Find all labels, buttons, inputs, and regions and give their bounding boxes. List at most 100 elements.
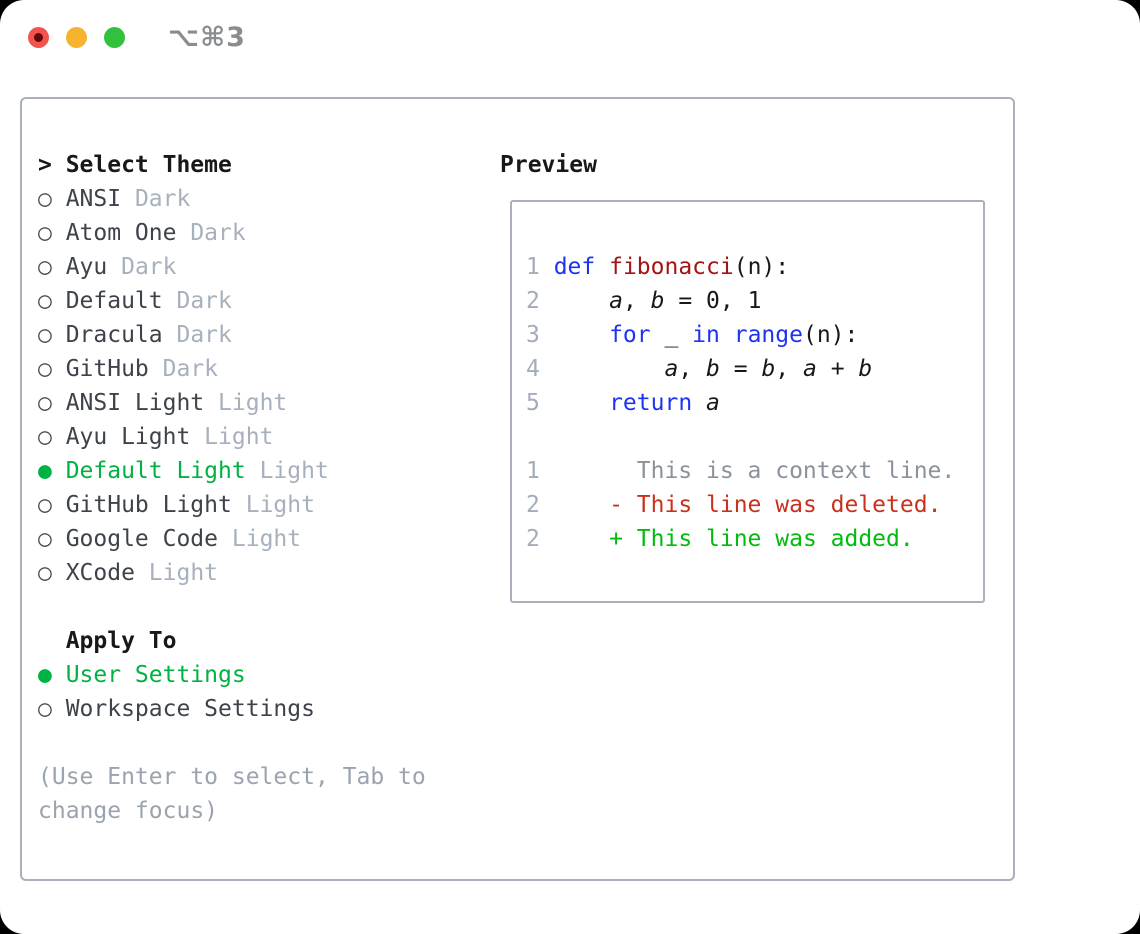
minimize-button[interactable] [66, 27, 87, 48]
theme-name: Ayu Light [65, 424, 191, 450]
theme-option[interactable]: ○ GitHub Light Light [38, 488, 329, 522]
radio-icon: ○ [38, 560, 52, 586]
code-segment: a [664, 356, 679, 382]
code-segment: , [622, 288, 651, 314]
theme-variant: Light [148, 560, 219, 586]
code-segment [554, 356, 665, 382]
line-number: 1 [526, 254, 540, 280]
code-segment: (n): [733, 254, 790, 280]
code-segment: range [733, 322, 803, 348]
theme-name: Default [65, 288, 163, 314]
radio-icon: ○ [38, 186, 52, 212]
diff-line: 2 - This line was deleted. [526, 488, 983, 522]
radio-icon: ○ [38, 356, 52, 382]
radio-icon: ○ [38, 322, 52, 348]
code-segment [692, 390, 706, 416]
code-segment [554, 492, 609, 518]
theme-variant: Dark [176, 288, 232, 314]
theme-variant: Light [259, 458, 329, 484]
code-segment: = [719, 356, 762, 382]
apply-to-options: ● User Settings ○ Workspace Settings [38, 658, 315, 726]
theme-name: ANSI Light [65, 390, 205, 416]
theme-variant: Dark [162, 356, 219, 382]
diff-line: 2 + This line was added. [526, 522, 983, 556]
line-number: 2 [526, 288, 540, 314]
diff-line: 1 This is a context line. [526, 454, 983, 488]
theme-list: >Select Theme ○ANSI Dark○Atom One Dark○A… [38, 148, 329, 590]
apply-option-label: User Settings [65, 662, 246, 688]
titlebar: ⌥⌘3 [0, 0, 1140, 76]
code-segment: + This line was added. [609, 526, 914, 552]
line-number: 1 [526, 458, 540, 484]
code-segment [554, 526, 609, 552]
line-number: 2 [526, 526, 540, 552]
radio-icon: ○ [38, 424, 52, 450]
code-segment: return [609, 390, 693, 416]
apply-option[interactable]: ○ Workspace Settings [38, 692, 315, 726]
radio-icon: ○ [38, 390, 52, 416]
theme-option[interactable]: ○ GitHub Dark [38, 352, 329, 386]
theme-option[interactable]: ○Default Dark [38, 284, 329, 318]
preview-box: 1 def fibonacci(n): 2 a, b = 0, 1 3 for _ i… [510, 200, 985, 603]
code-line: 1 def fibonacci(n): [526, 250, 983, 284]
diff-block: 1 This is a context line.2 - This line w… [526, 454, 983, 556]
radio-icon: ○ [38, 696, 52, 722]
theme-variant: Dark [134, 186, 191, 212]
apply-to-section: Apply To ●User Settings○Workspace Settin… [38, 624, 315, 726]
code-segment [720, 322, 734, 348]
code-segment: for [609, 322, 651, 348]
line-number: 4 [526, 356, 540, 382]
theme-list-header: >Select Theme [38, 148, 329, 182]
zoom-button[interactable] [104, 27, 125, 48]
theme-option[interactable]: ○Ayu Dark [38, 250, 329, 284]
theme-option[interactable]: ○ Ayu Light Light [38, 420, 329, 454]
theme-option[interactable]: ○ Google Code Light [38, 522, 329, 556]
close-button[interactable] [28, 27, 49, 48]
radio-icon: ○ [38, 492, 52, 518]
code-segment: fibonacci [609, 254, 734, 280]
radio-icon: ● [38, 662, 52, 688]
theme-variant: Light [231, 526, 302, 552]
code-segment: _ [650, 322, 693, 348]
code-line: 5 return a [526, 386, 983, 420]
code-segment: = 0, 1 [664, 288, 762, 314]
theme-option[interactable]: ○ ANSI Light Light [38, 386, 329, 420]
code-segment: b [761, 356, 776, 382]
line-number: 3 [526, 322, 540, 348]
theme-name: Atom One [65, 220, 177, 246]
theme-name: GitHub [65, 356, 149, 382]
window-title: ⌥⌘3 [168, 22, 246, 53]
theme-option[interactable]: ○Atom One Dark [38, 216, 329, 250]
apply-option[interactable]: ● User Settings [38, 658, 315, 692]
theme-variant: Light [204, 424, 274, 450]
code-segment: This is a context line. [553, 458, 956, 484]
theme-option[interactable]: ○ ANSI Dark [38, 182, 329, 216]
theme-option[interactable]: ●Default Light Light [38, 454, 329, 488]
line-number: 2 [526, 492, 540, 518]
theme-options: ○ANSI Dark○Atom One Dark○Ayu Dark○Defaul… [38, 182, 329, 590]
code-segment [595, 254, 609, 280]
theme-option[interactable]: ○ XCode Light [38, 556, 329, 590]
line-number: 5 [526, 390, 540, 416]
radio-icon: ○ [38, 254, 52, 280]
apply-option-label: Workspace Settings [65, 696, 315, 722]
theme-name: XCode [65, 560, 135, 586]
code-segment [554, 288, 609, 314]
theme-name: Google Code [65, 526, 219, 552]
code-segment [554, 390, 609, 416]
code-segment: b [706, 356, 720, 382]
code-segment: a [609, 288, 623, 314]
radio-icon: ○ [38, 526, 52, 552]
theme-name: GitHub Light [65, 492, 232, 518]
code-segment: def [553, 254, 596, 280]
code-segment: in [692, 322, 720, 348]
code-segment: b [650, 288, 665, 314]
theme-name: ANSI [65, 186, 122, 212]
theme-variant: Light [245, 492, 315, 518]
theme-list-title: Select Theme [65, 152, 232, 178]
help-text: (Use Enter to select, Tab to change focu… [38, 764, 426, 824]
theme-variant: Light [218, 390, 288, 416]
theme-option[interactable]: ○Dracula Dark [38, 318, 329, 352]
theme-name: Ayu [65, 254, 108, 280]
